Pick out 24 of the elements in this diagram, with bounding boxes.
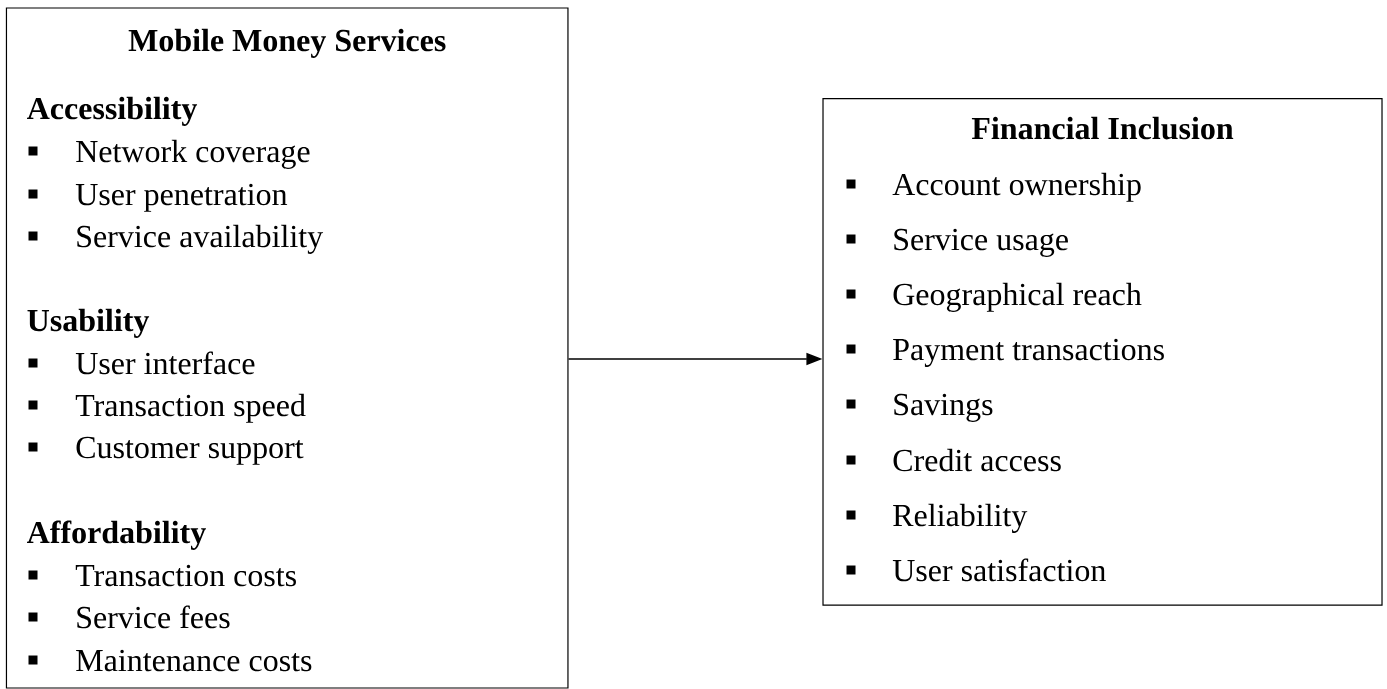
list-item: Payment transactions (846, 338, 1164, 367)
list-item: Savings (846, 393, 993, 422)
box-title: Mobile Money Services (128, 28, 446, 58)
list-item: Transaction costs (28, 564, 296, 587)
box-title: Financial Inclusion (971, 116, 1234, 140)
list-item: Service fees (28, 605, 230, 629)
list-item: Network coverage (28, 139, 310, 169)
list-item: Maintenance costs (28, 649, 312, 672)
list-item: Service usage (846, 228, 1068, 257)
list-item: User penetration (28, 183, 288, 212)
section-heading: Usability (27, 308, 150, 338)
list-item: Customer support (28, 436, 304, 465)
list-item: Reliability (846, 503, 1028, 533)
list-item: User interface (28, 351, 255, 375)
box (822, 97, 1383, 606)
section-heading: Affordability (27, 520, 206, 550)
list-item: Service availability (28, 224, 324, 254)
list-item: Transaction speed (28, 393, 306, 423)
box (5, 7, 569, 689)
list-item: Account ownership (846, 172, 1141, 202)
list-item: Geographical reach (846, 282, 1142, 312)
section-heading: Accessibility (27, 96, 198, 126)
list-item: Credit access (846, 448, 1061, 472)
list-item: User satisfaction (846, 558, 1106, 582)
